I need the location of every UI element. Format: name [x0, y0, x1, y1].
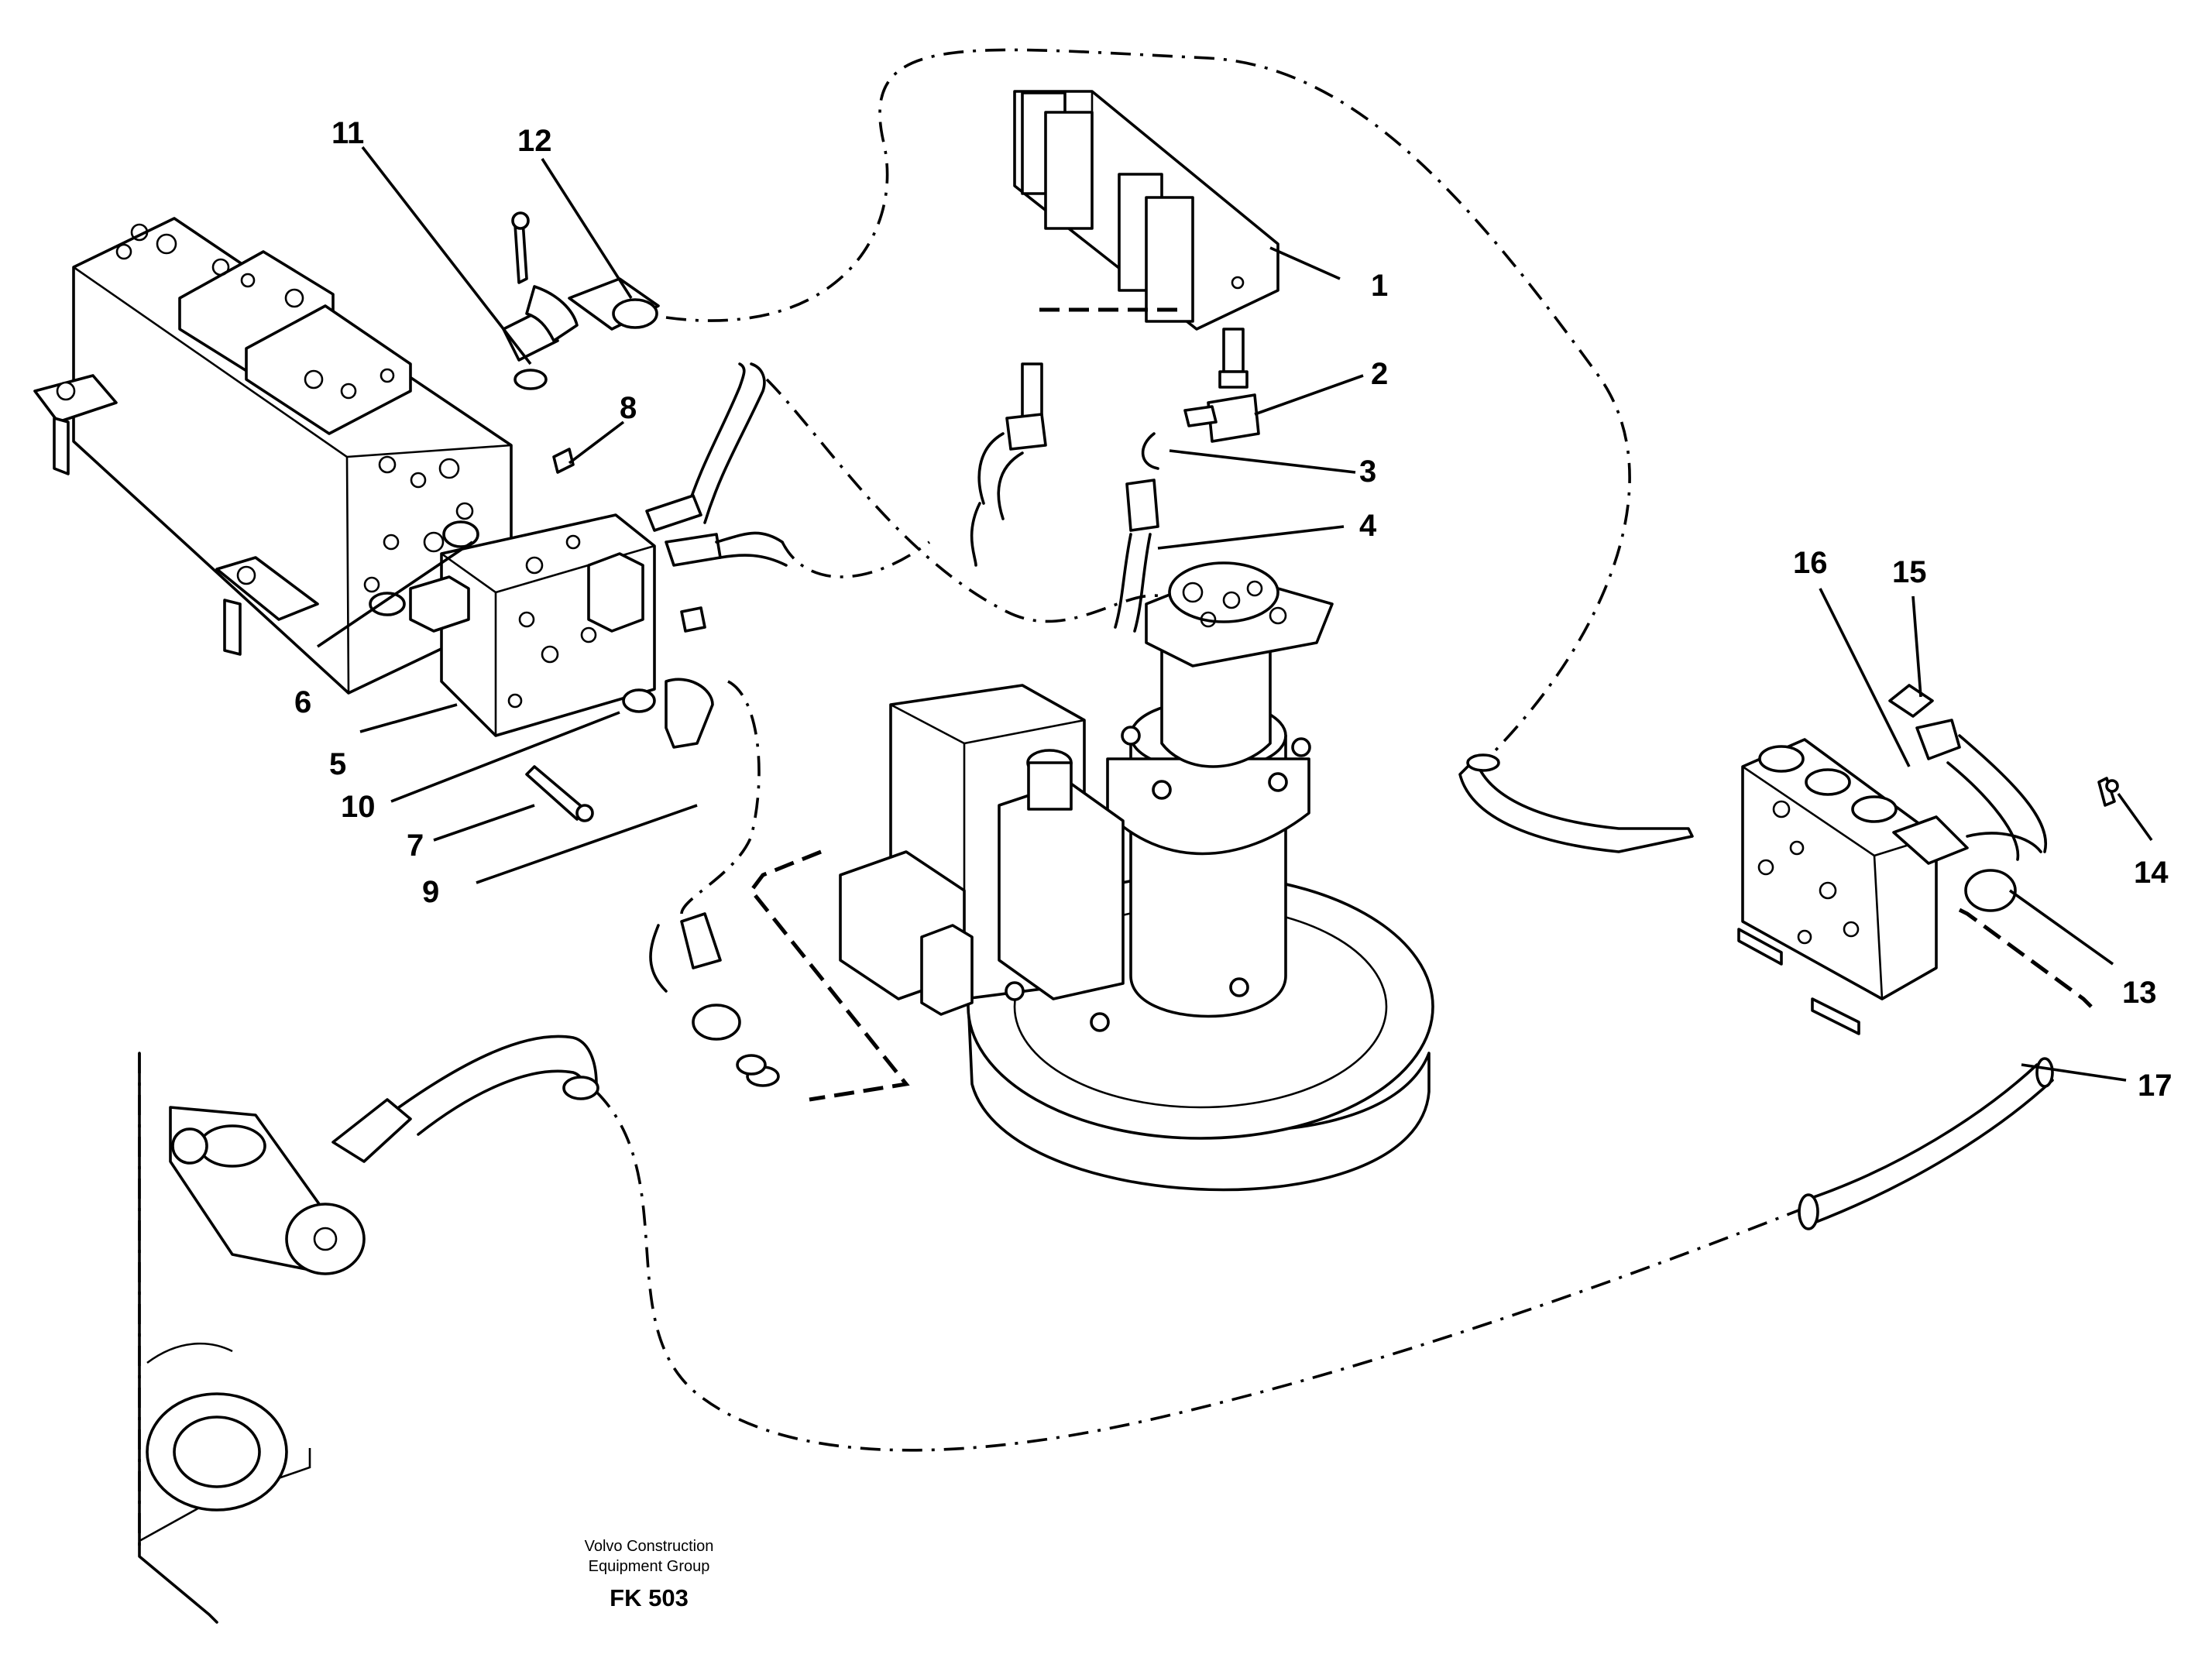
company-line-1: Volvo Construction — [585, 1538, 714, 1555]
routing-lines — [595, 48, 1805, 1452]
callout-16: 16 — [1793, 546, 1828, 580]
drawing-code: FK 503 — [610, 1584, 689, 1611]
solenoid-valve-block — [409, 448, 706, 822]
leader-lines — [316, 146, 2153, 1082]
callout-1: 1 — [1371, 269, 1388, 303]
elbow-fitting — [502, 211, 660, 390]
callout-3: 3 — [1359, 455, 1376, 489]
callout-7: 7 — [407, 829, 424, 863]
tee-fittings — [970, 328, 1260, 633]
callout-5: 5 — [329, 747, 346, 781]
callout-10: 10 — [341, 790, 376, 824]
callout-17: 17 — [2138, 1069, 2172, 1103]
callout-11: 11 — [331, 116, 364, 150]
callout-6: 6 — [294, 685, 311, 719]
electric-box — [1013, 90, 1279, 331]
drain-hose-fitting — [649, 678, 780, 1087]
right-manifold — [1458, 684, 2119, 1230]
callout-14: 14 — [2134, 856, 2169, 890]
callout-8: 8 — [620, 391, 637, 425]
swing-motor — [748, 561, 1434, 1192]
callout-9: 9 — [422, 875, 439, 909]
callout-12: 12 — [517, 124, 552, 158]
callout-13: 13 — [2122, 976, 2157, 1010]
callout-15: 15 — [1892, 555, 1927, 589]
company-line-2: Equipment Group — [589, 1558, 710, 1575]
callout-4: 4 — [1359, 509, 1377, 543]
callout-2: 2 — [1371, 357, 1388, 391]
callout-labels: 1 2 3 4 5 6 7 8 9 10 11 12 13 14 15 16 1… — [294, 116, 2172, 1103]
control-valve-bank — [33, 217, 513, 695]
hose-assembly-center — [645, 362, 788, 567]
return-pipe — [138, 1035, 599, 1624]
drawing-caption: Volvo Construction Equipment Group FK 50… — [585, 1538, 714, 1611]
